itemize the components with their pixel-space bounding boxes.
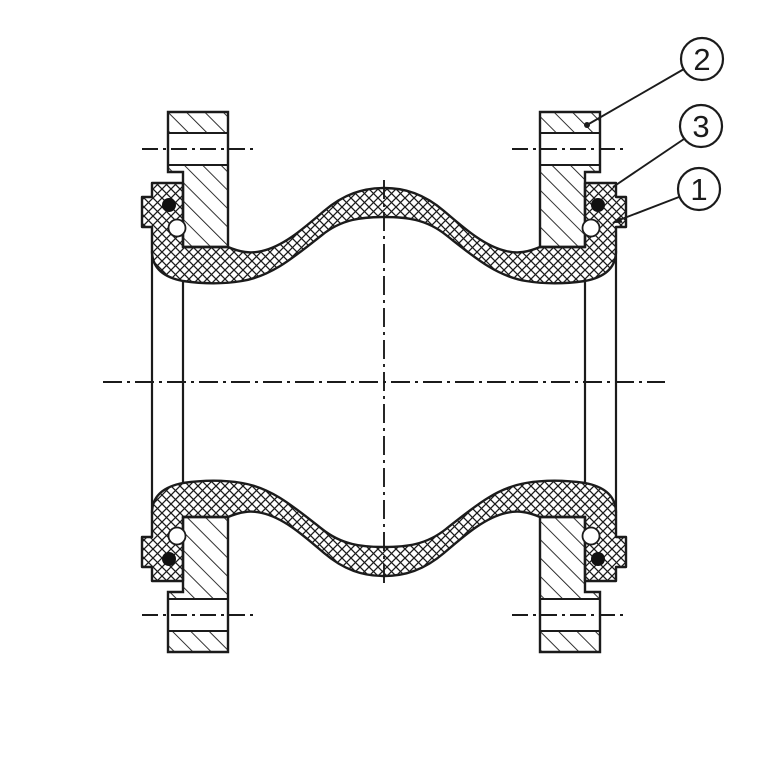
balloon-circle [679, 36, 725, 82]
balloon-label-2: 2 [693, 42, 710, 77]
leader-line-2 [584, 68, 685, 128]
rubber-curl-notch [581, 526, 601, 546]
balloon-label-1: 1 [690, 172, 707, 207]
rubber-curl-notch [581, 218, 601, 238]
rubber-bellows-top-section [140, 181, 628, 285]
balloon-circle [676, 166, 722, 212]
rubber-curl-notch [167, 218, 187, 238]
balloon-callout-2: 2 [679, 36, 725, 82]
balloon-callout-3: 3 [678, 103, 724, 149]
balloon-label-3: 3 [692, 109, 709, 144]
leader-line-3 [612, 138, 685, 188]
leader-line-1 [612, 196, 680, 223]
balloon-callout-1: 1 [676, 166, 722, 212]
rubber-bellows-bottom-section [140, 479, 628, 583]
balloon-circle [678, 103, 724, 149]
bead-wire-dot [162, 552, 176, 566]
rubber-curl-notch [167, 526, 187, 546]
leader-dot [584, 122, 590, 128]
bead-wire-dot [162, 198, 176, 212]
bead-wire-dot [591, 552, 605, 566]
bead-wire-dot [591, 198, 605, 212]
leader-arrowhead [612, 216, 623, 223]
flange-bottom-left [166, 515, 230, 654]
